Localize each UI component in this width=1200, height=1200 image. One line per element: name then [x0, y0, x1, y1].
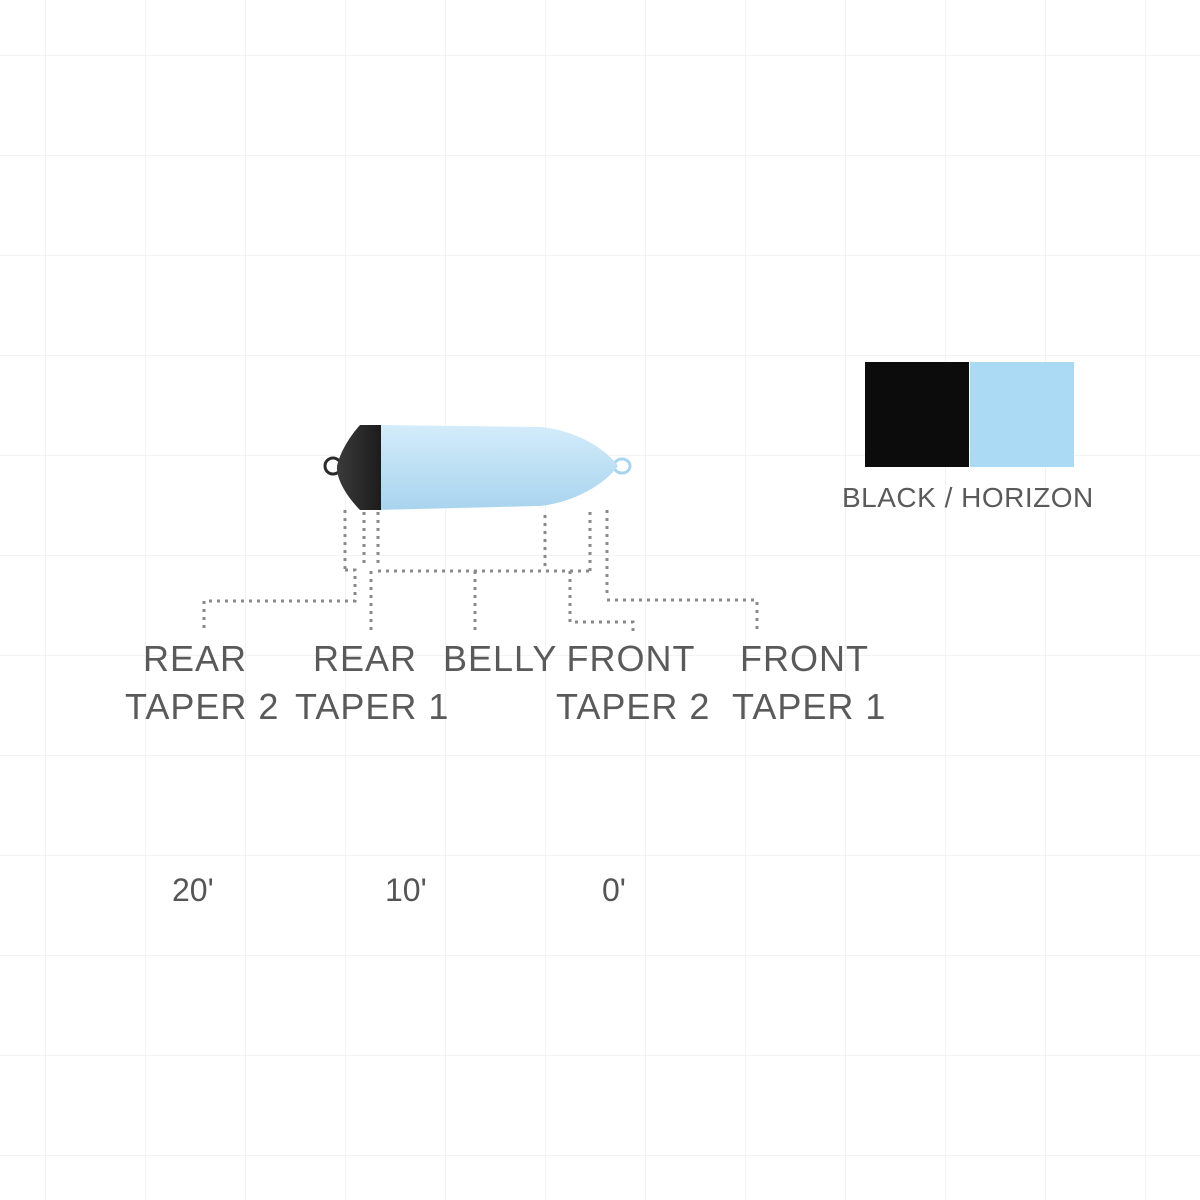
label-front-taper-2: FRONT TAPER 2: [556, 635, 711, 731]
swatch-horizon: [970, 362, 1074, 467]
label-front-taper-1-line2: TAPER 1: [732, 686, 887, 727]
label-front-taper-2-line1: FRONT: [566, 638, 696, 679]
line-body-shape: [376, 425, 618, 510]
guide-front-taper-1-connector: [607, 598, 759, 632]
guide-rear-taper-2-connector: [202, 568, 357, 632]
guide-lines: [202, 510, 759, 636]
label-belly: BELLY: [443, 635, 558, 683]
label-belly-line1: BELLY: [443, 638, 558, 679]
distance-marker-10ft: 10': [385, 872, 427, 908]
label-front-taper-1: FRONT TAPER 1: [732, 635, 887, 731]
label-rear-taper-1-line2: TAPER 1: [295, 686, 450, 727]
distance-marker-20ft: 20': [172, 872, 214, 908]
label-rear-taper-2: REAR TAPER 2: [125, 635, 280, 731]
label-rear-taper-2-line1: REAR: [142, 638, 248, 679]
distance-marker-0ft: 0': [602, 872, 626, 908]
guide-front-taper-2-connector: [568, 571, 635, 636]
label-rear-taper-1: REAR TAPER 1: [295, 635, 450, 731]
label-rear-taper-2-line2: TAPER 2: [125, 686, 280, 727]
label-rear-taper-1-line1: REAR: [312, 638, 418, 679]
label-front-taper-1-line1: FRONT: [740, 638, 869, 679]
line-rear-tip-shape: [336, 425, 381, 510]
color-name-label: BLACK / HORIZON: [842, 482, 1094, 513]
swatch-black: [865, 362, 969, 467]
label-front-taper-2-line2: TAPER 2: [556, 686, 711, 727]
